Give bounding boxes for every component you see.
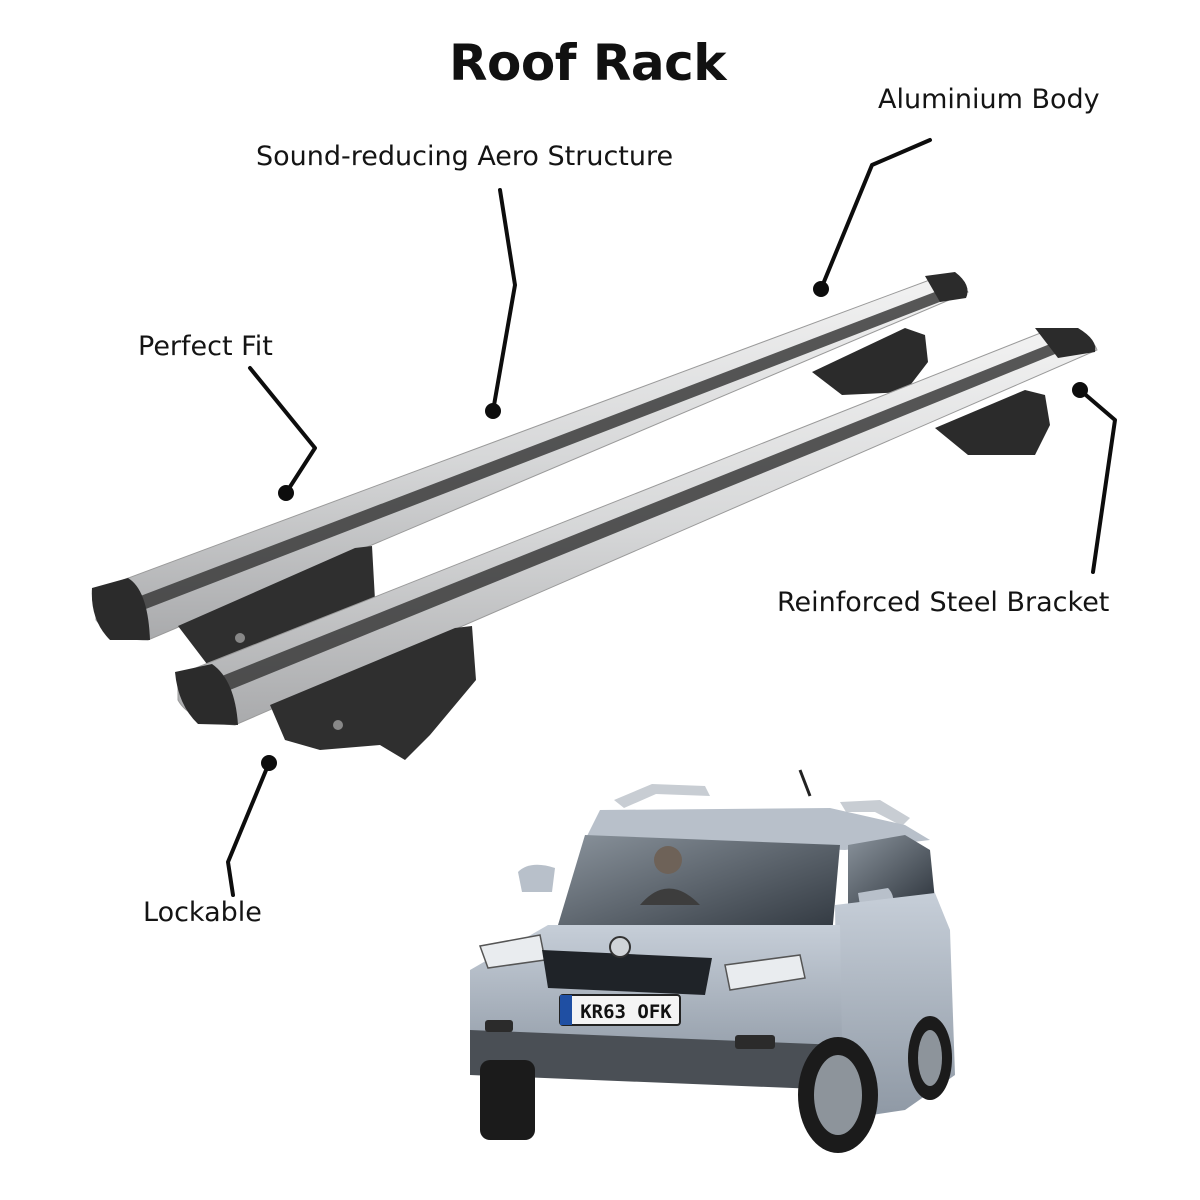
car-illustration: KR63 OFK <box>470 769 955 1153</box>
wheel-rear-right <box>908 1016 952 1100</box>
badge-icon <box>609 936 631 958</box>
headlight-right <box>724 954 806 991</box>
lock-icon <box>235 633 245 643</box>
end-cap-front-right <box>1035 328 1096 358</box>
mirror-left <box>518 864 555 892</box>
license-plate: KR63 OFK <box>559 994 681 1026</box>
end-cap-front-left <box>175 664 238 725</box>
leader-reinforced-bracket <box>1078 388 1117 574</box>
end-cap-rear-right <box>925 272 968 302</box>
callout-dot-icon <box>1072 382 1088 398</box>
windshield <box>555 835 840 935</box>
side-window <box>848 835 935 905</box>
label-reinforced-bracket: Reinforced Steel Bracket <box>777 587 1110 618</box>
rack-foot-front-right <box>935 390 1050 455</box>
rack-foot-front-left <box>270 626 476 760</box>
grille <box>542 950 712 995</box>
callout-dot-icon <box>813 281 829 297</box>
end-cap-rear-left <box>91 578 150 640</box>
label-perfect-fit: Perfect Fit <box>138 331 273 362</box>
wheel-front-right <box>798 1037 878 1153</box>
leader-perfect-fit <box>248 366 317 495</box>
rubber-channel-front <box>212 342 1065 694</box>
callout-dot-icon <box>261 755 277 771</box>
leader-sound-reducing <box>491 188 517 413</box>
wheel-front-left <box>480 1060 535 1140</box>
label-lockable: Lockable <box>143 897 262 928</box>
callout-dot-icon <box>485 403 501 419</box>
leader-lockable <box>226 761 271 897</box>
lock-icon <box>333 720 343 730</box>
label-sound-reducing: Sound-reducing Aero Structure <box>256 141 674 172</box>
rubber-channel-rear <box>130 290 950 612</box>
label-aluminium-body: Aluminium Body <box>878 84 1100 115</box>
rack-bar-front <box>175 328 1098 760</box>
page-title: Roof Rack <box>449 34 727 92</box>
rack-foot-rear-right <box>812 328 928 395</box>
leader-aluminium-body <box>819 138 932 291</box>
callout-dot-icon <box>278 485 294 501</box>
plate-text: KR63 OFK <box>580 1001 672 1023</box>
